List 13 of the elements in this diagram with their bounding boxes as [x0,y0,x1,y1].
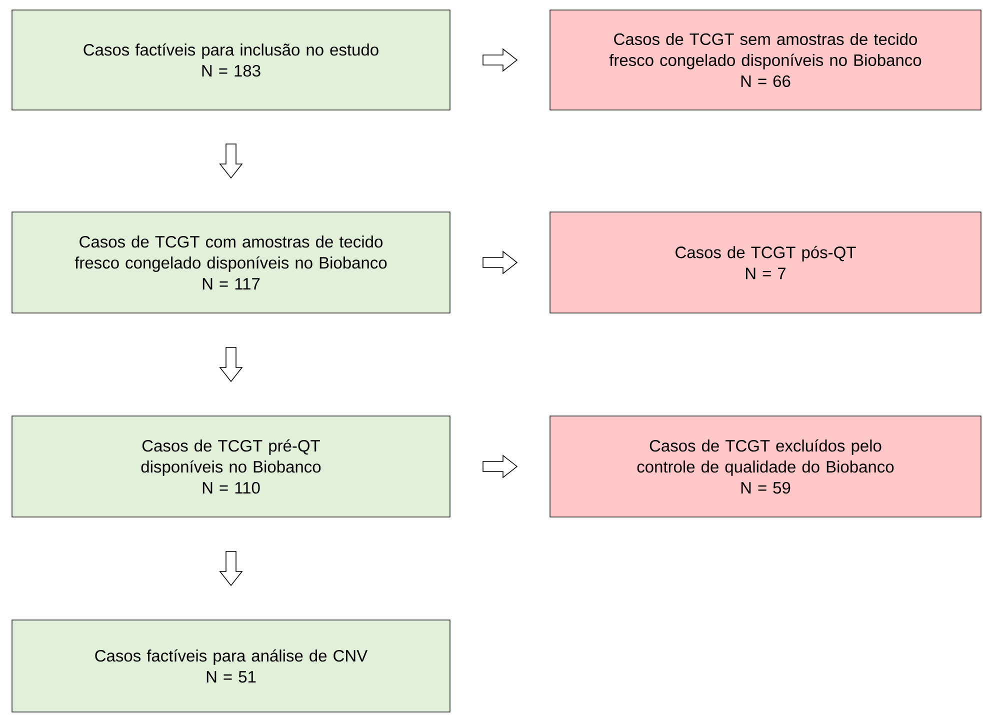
arrow [482,250,518,274]
arrow [219,551,243,586]
arrow [219,347,243,382]
arrow [219,144,243,179]
exclusion-box: Casos de TCGT sem amostras de tecido fresco congelado disponíveis no Biobanco N = 66 [550,10,982,110]
process-box: Casos de TCGT pré-QT disponíveis no Biobanco N = 110 [12,416,450,518]
process-box: Casos factíveis para análise de CNV N = 51 [12,620,450,712]
process-box: Casos de TCGT com amostras de tecido fresco congelado disponíveis no Biobanco N = 117 [12,212,450,314]
arrow [482,48,518,72]
arrow [482,454,518,478]
exclusion-box: Casos de TCGT pós-QT N = 7 [550,212,982,314]
exclusion-box: Casos de TCGT excluídos pelo controle de qualidade do Biobanco N = 59 [550,416,982,518]
process-box: Casos factíveis para inclusão no estudo N = 183 [12,10,450,110]
